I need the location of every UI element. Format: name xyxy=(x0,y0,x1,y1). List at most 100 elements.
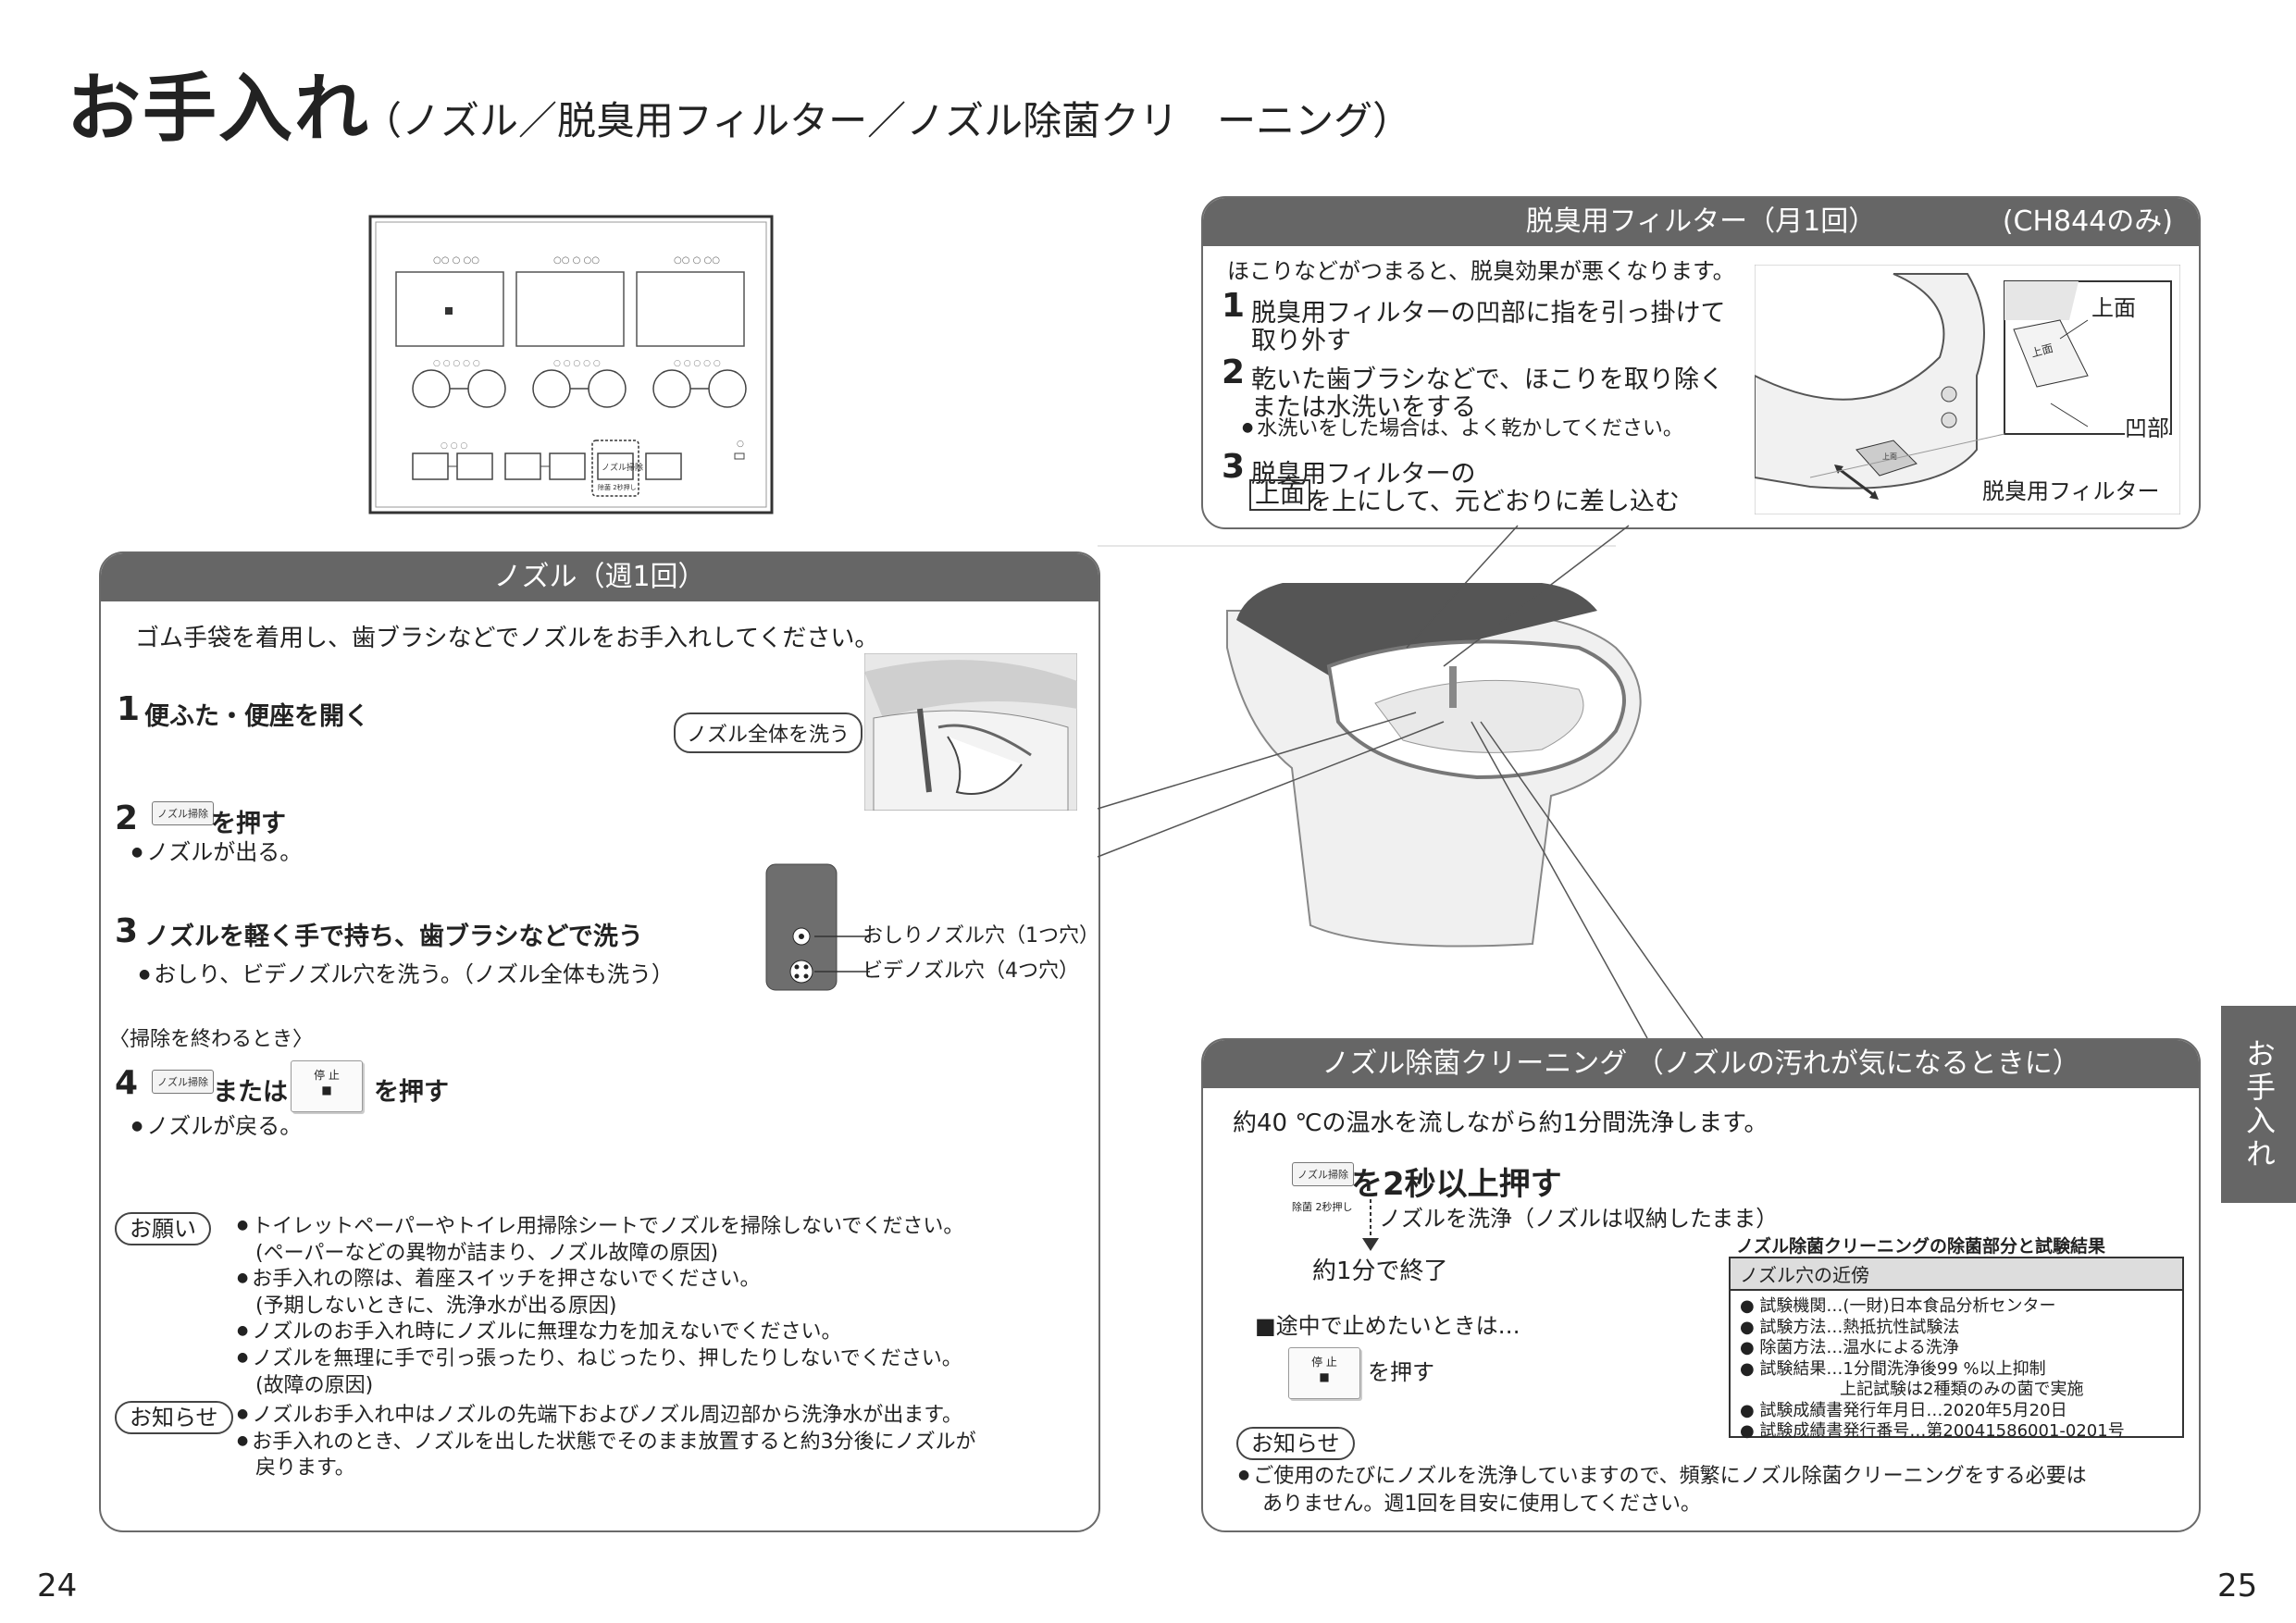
result-line: ● 試験成績書発行年月日…2020年5月20日 xyxy=(1740,1400,2067,1420)
nozzle-tip-illustration xyxy=(764,862,838,992)
nozzle-step2-num: 2 xyxy=(115,799,139,837)
result-line: ● 試験結果…1分間洗浄後99 %以上抑制 xyxy=(1740,1358,2046,1379)
clean-header: ノズル除菌クリーニング （ノズルの汚れが気になるときに） xyxy=(1203,1040,2199,1088)
filter-step1-a: 脱臭用フィルターの凹部に指を引っ掛けて xyxy=(1251,299,1726,328)
stop-button-icon: 停 止 ■ xyxy=(291,1060,363,1112)
filter-label-top: 上面 xyxy=(2091,294,2136,324)
filter-step2-a: 乾いた歯ブラシなどで、ほこりを取り除く xyxy=(1251,365,1724,394)
onegai-item: ノズルのお手入れ時にノズルに無理な力を加えないでください。 xyxy=(237,1319,1070,1346)
result-box: ノズル穴の近傍 ● 試験機関…(一財)日本食品分析センター ● 試験方法…熱抵抗… xyxy=(1729,1257,2184,1441)
oshirase-tag: お知らせ xyxy=(115,1401,233,1434)
clean-section: ノズル除菌クリーニング （ノズルの汚れが気になるときに） xyxy=(1201,1038,2201,1532)
oshirase-item: ノズルお手入れ中はノズルの先端下およびノズル周辺部から洗浄水が出ます。 xyxy=(237,1403,1070,1430)
svg-text:○: ○ xyxy=(737,440,744,449)
nozzle-clean-button-icon: ノズル掃除 xyxy=(152,801,214,825)
toilet-illustration xyxy=(1098,518,1745,1036)
result-body: ● 試験機関…(一財)日本食品分析センター ● 試験方法…熱抵抗性試験法 ● 除… xyxy=(1731,1291,2182,1448)
filter-illustration: 上面 上面 xyxy=(1754,264,2181,515)
filter-step3-b: を上にして、元どおりに差し込む xyxy=(1307,488,1680,516)
svg-text:○ ○ ○ ○ ○: ○ ○ ○ ○ ○ xyxy=(433,359,480,368)
filter-step1-num: 1 xyxy=(1222,287,1246,325)
result-line: 上記試験は2種類のみの菌で実施 xyxy=(1740,1380,2084,1399)
clean-oshirase-tag: お知らせ xyxy=(1236,1427,1355,1460)
clean-stop-mark: ■ xyxy=(1319,1370,1330,1383)
nozzle-finish-label: 〈掃除を終わるとき〉 xyxy=(109,1028,314,1051)
clean-note-b: ありません。週1回を目安に使用してください。 xyxy=(1262,1493,1702,1516)
nozzle-hole-label-1: おしりノズル穴（1つ穴） xyxy=(863,924,1099,948)
nozzle-header: ノズル（週1回） xyxy=(101,553,1098,601)
svg-text:○○ ○ ○○: ○○ ○ ○○ xyxy=(433,255,479,266)
clean-stop-label: 停 止 xyxy=(1311,1356,1337,1369)
filter-step2-num: 2 xyxy=(1222,353,1246,391)
filter-step3-num: 3 xyxy=(1222,448,1246,486)
filter-step2-note: 水洗いをした場合は、よく乾かしてください。 xyxy=(1242,416,1683,443)
result-line: ● 試験成績書発行番号…第20041586001-0201号 xyxy=(1740,1421,2125,1441)
nozzle-step4-note: ノズルが戻る。 xyxy=(131,1112,302,1141)
filter-step1-b: 取り外す xyxy=(1251,327,1351,355)
filter-header-model: (CH844のみ) xyxy=(2002,205,2173,238)
svg-text:○○ ○ ○○: ○○ ○ ○○ xyxy=(553,255,600,266)
filter-header-title: 脱臭用フィルター（月1回） xyxy=(1525,205,1877,238)
onegai-list: トイレットペーパーやトイレ用掃除シートでノズルを掃除しないでください。 (ペーパ… xyxy=(237,1214,1070,1399)
filter-intro: ほこりなどがつまると、脱臭効果が悪くなります。 xyxy=(1227,258,1735,284)
side-tab: お手入れ xyxy=(2221,1006,2296,1203)
clean-stop-press: を押す xyxy=(1368,1359,1434,1385)
clean-press-text: を2秒以上押す xyxy=(1351,1166,1562,1203)
nozzle-callout: ノズル全体を洗う xyxy=(674,712,863,753)
remote-nozzle-btn-label: ノズル掃除 xyxy=(602,462,643,473)
result-line: ● 試験方法…熱抵抗性試験法 xyxy=(1740,1317,1960,1337)
remote-nozzle-sub-label: 除菌 2秒押し xyxy=(598,483,637,491)
onegai-item: トイレットペーパーやトイレ用掃除シートでノズルを掃除しないでください。 xyxy=(237,1214,1070,1241)
filter-header: 脱臭用フィルター（月1回） (CH844のみ) xyxy=(1203,198,2199,246)
filter-step3-a: 脱臭用フィルターの xyxy=(1251,460,1476,489)
nozzle-step2-note: ノズルが出る。 xyxy=(131,838,302,867)
nozzle-hole-leader-lines xyxy=(814,935,870,973)
svg-text:○ ○ ○ ○ ○: ○ ○ ○ ○ ○ xyxy=(674,359,721,368)
filter-step3-box: 上面 xyxy=(1249,479,1310,511)
svg-text:○ ○ ○ ○ ○: ○ ○ ○ ○ ○ xyxy=(553,359,601,368)
nozzle-step4-num: 4 xyxy=(115,1064,139,1102)
stop-button-label: 停 止 xyxy=(314,1069,340,1082)
stop-button-mark: ■ xyxy=(321,1084,332,1096)
page-number-right: 25 xyxy=(2217,1567,2258,1604)
nozzle-step2-text: を押す xyxy=(211,810,286,838)
filter-label-filter: 脱臭用フィルター xyxy=(1982,477,2160,507)
oshirase-list: ノズルお手入れ中はノズルの先端下およびノズル周辺部から洗浄水が出ます。 お手入れ… xyxy=(237,1403,1070,1482)
page-number-left: 24 xyxy=(37,1567,78,1604)
clean-button-sub: 除菌 2秒押し xyxy=(1292,1201,1353,1213)
result-title: ノズル除菌クリーニングの除菌部分と試験結果 xyxy=(1736,1236,2106,1257)
onegai-item: ノズルを無理に手で引っ張ったり、ねじったり、押したりしないでください。 xyxy=(237,1346,1070,1373)
svg-text:○○ ○ ○○: ○○ ○ ○○ xyxy=(674,255,720,266)
onegai-item: (ペーパーなどの異物が詰まり、ノズル故障の原因) xyxy=(255,1241,719,1265)
nozzle-step4-text: を押す xyxy=(374,1078,449,1107)
onegai-item: (予期しないときに、洗浄水が出る原因) xyxy=(255,1294,617,1318)
clean-intro: 約40 ℃の温水を流しながら約1分間洗浄します。 xyxy=(1233,1109,1769,1137)
nozzle-step1-text: 便ふた・便座を開く xyxy=(144,702,369,731)
nozzle-step3-num: 3 xyxy=(115,912,139,950)
oshirase-item: お手入れのとき、ノズルを出した状態でそのまま放置すると約3分後にノズルが xyxy=(237,1430,1070,1456)
clean-stop-title: ■途中で止めたいときは… xyxy=(1255,1313,1520,1339)
nozzle-step1-num: 1 xyxy=(117,690,141,728)
page-title: お手入れ xyxy=(67,66,370,152)
nozzle-cleaning-illustration xyxy=(863,652,1078,812)
clean-flow-arrow xyxy=(1362,1199,1379,1251)
result-head: ノズル穴の近傍 xyxy=(1731,1258,2182,1291)
onegai-tag: お願い xyxy=(115,1212,211,1245)
nozzle-intro: ゴム手袋を着用し、歯ブラシなどでノズルをお手入れしてください。 xyxy=(135,625,879,652)
remote-control-illustration: ○○ ○ ○○ ○○ ○ ○○ ○○ ○ ○○ ○ ○ ○ ○ ○ ○ ○ ○ ○ … xyxy=(368,215,774,514)
nozzle-step3-note: おしり、ビデノズル穴を洗う。（ノズル全体も洗う） xyxy=(139,960,674,989)
clean-end-text: 約1分で終了 xyxy=(1312,1258,1448,1285)
clean-stop-button-icon: 停 止 ■ xyxy=(1288,1347,1360,1399)
result-line: ● 除菌方法…温水による洗浄 xyxy=(1740,1338,1959,1357)
nozzle-hole-label-2: ビデノズル穴（4つ穴） xyxy=(863,960,1079,983)
svg-text:○ ○ ○: ○ ○ ○ xyxy=(441,441,467,451)
filter-mark-illustration: 上面 xyxy=(1882,452,1897,461)
filter-label-recess: 凹部 xyxy=(2125,415,2169,444)
oshirase-item: 戻ります。 xyxy=(255,1456,355,1481)
clean-note-a: ご使用のたびにノズルを洗浄していますので、頻繁にノズル除菌クリーニングをする必要… xyxy=(1238,1464,2086,1491)
nozzle-step3-text: ノズルを軽く手で持ち、歯ブラシなどで洗う xyxy=(144,923,643,951)
onegai-item: お手入れの際は、着座スイッチを押さないでください。 xyxy=(237,1267,1070,1294)
filter-mark-zoom: 上面 xyxy=(2029,341,2054,360)
page-subtitle: （ノズル／脱臭用フィルター／ノズル除菌クリ ーニング） xyxy=(363,98,1412,143)
